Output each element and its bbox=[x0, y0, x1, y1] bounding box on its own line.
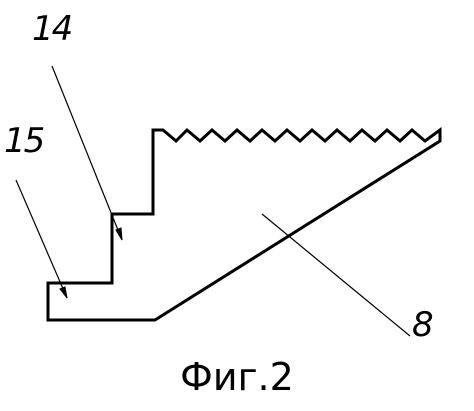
ref-label-14: 14 bbox=[32, 9, 72, 49]
ref-label-8: 8 bbox=[412, 305, 433, 345]
arrowhead-15 bbox=[59, 286, 68, 299]
leader-line-8 bbox=[261, 213, 411, 337]
leader-line-15 bbox=[15, 179, 68, 299]
leader-line-14 bbox=[51, 65, 123, 241]
ref-label-15: 15 bbox=[4, 121, 44, 161]
arrowhead-14 bbox=[115, 227, 123, 241]
part-outline bbox=[46, 127, 442, 322]
figure-caption: Фиг.2 bbox=[180, 355, 294, 399]
